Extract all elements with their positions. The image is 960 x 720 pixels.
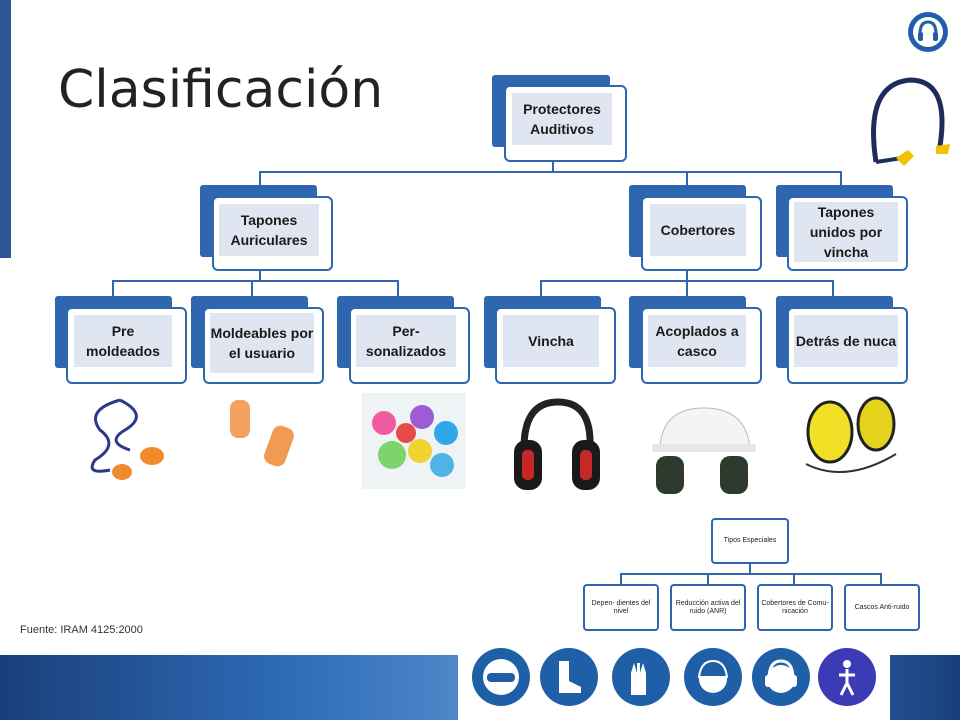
special-node: Cobertores de Comu- nicación — [757, 584, 833, 631]
ear-protection-icon — [908, 12, 948, 52]
harness-icon — [818, 648, 876, 706]
node-label: Acoplados a casco — [648, 315, 746, 367]
special-node: Cascos Anti-ruido — [844, 584, 920, 631]
ear-protection-icon — [752, 648, 810, 706]
node-label: Moldeables por el usuario — [210, 313, 314, 373]
earmuff-headband-image — [510, 398, 604, 494]
connector — [251, 280, 253, 297]
gloves-icon — [612, 648, 670, 706]
source-note: Fuente: IRAM 4125:2000 — [20, 624, 143, 636]
connector — [880, 573, 882, 585]
node-label: Cobertores — [650, 204, 746, 256]
connector — [749, 562, 751, 574]
eye-protection-icon — [472, 648, 530, 706]
page-title: Clasificación — [58, 60, 384, 120]
neckband-earmuff-image — [796, 394, 906, 478]
special-root-node: Tipos Especiales — [711, 518, 789, 564]
special-node: Reducción activa del ruido (ANR) — [670, 584, 746, 631]
foam-earplug-image — [218, 396, 302, 480]
boots-icon — [540, 648, 598, 706]
left-accent-bar — [0, 0, 11, 258]
corded-earplug-image — [80, 390, 180, 490]
connector — [259, 171, 261, 186]
connector — [397, 280, 399, 297]
connector — [707, 573, 709, 585]
helmet-earmuff-image — [646, 404, 758, 498]
connector — [259, 271, 261, 281]
connector — [686, 271, 688, 281]
node-label: Tapones unidos por vincha — [794, 202, 898, 262]
connector — [686, 280, 688, 297]
node-label: Pre moldeados — [74, 315, 172, 367]
connector — [540, 280, 542, 297]
node-label: Detrás de nuca — [794, 315, 898, 367]
connector — [620, 573, 882, 575]
connector — [840, 171, 842, 186]
connector — [112, 280, 114, 297]
connector — [620, 573, 622, 585]
connector — [832, 280, 834, 297]
custom-earplug-image — [362, 393, 466, 489]
node-label: Per- sonalizados — [356, 315, 456, 367]
node-label: Vincha — [503, 315, 599, 367]
helmet-icon — [684, 648, 742, 706]
connector — [259, 171, 842, 173]
banded-earplug-image — [862, 74, 954, 174]
root-node-label: Protectores Auditivos — [512, 93, 612, 145]
connector — [793, 573, 795, 585]
node-label: Tapones Auriculares — [219, 204, 319, 256]
connector — [112, 280, 399, 282]
connector — [686, 171, 688, 186]
connector — [552, 160, 554, 172]
special-node: Depen- dientes del nivel — [583, 584, 659, 631]
